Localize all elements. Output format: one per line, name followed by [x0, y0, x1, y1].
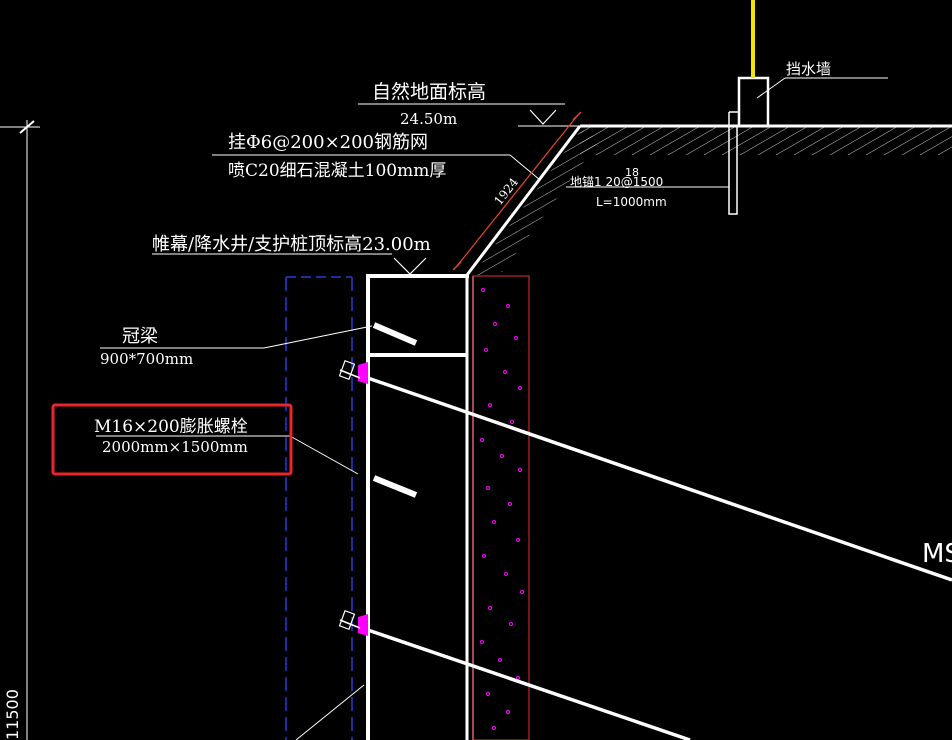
anchor-spec: 地锚1 20@1500	[570, 174, 663, 189]
mesh-line2: 喷C20细石混凝土100mm厚	[228, 161, 446, 181]
ground-anchor	[728, 125, 738, 215]
anchor-length: L=1000mm	[596, 195, 667, 209]
ground-hatch	[580, 127, 952, 155]
slope-line	[465, 125, 582, 276]
curtain-marker	[393, 257, 427, 275]
crown-beam-leader-diag	[263, 325, 373, 349]
crown-beam-size: 900*700mm	[100, 350, 193, 368]
ground-elev: 24.50m	[400, 110, 457, 128]
lower-leader	[295, 684, 365, 740]
bolt-highlight-box[interactable]	[51, 403, 293, 476]
retaining-wall	[737, 76, 770, 128]
anchor-cable-2	[361, 626, 691, 740]
slope-dim-tick1	[452, 261, 462, 271]
curtain-top-label: 帷幕/降水井/支护桩顶标高23.00m	[152, 234, 431, 255]
dimension-vertical-text: 11500	[3, 689, 22, 740]
slope-dimension	[456, 115, 578, 267]
anchor-head-1	[338, 360, 368, 384]
retaining-wall-leader	[756, 77, 786, 99]
ground-title: 自然地面标高	[372, 81, 486, 103]
bolt-spacing: 2000mm×1500mm	[102, 438, 248, 456]
anchor-red-mark: 18	[625, 166, 639, 179]
anchor-cable-1	[361, 374, 952, 582]
crown-beam-label: 冠梁	[122, 326, 158, 347]
slope-dim-tick2	[572, 111, 582, 121]
bolt-leader-diag	[289, 435, 359, 475]
concrete-dots	[480, 288, 524, 730]
pile-boundary	[472, 275, 530, 740]
mesh-line1: 挂Φ6@200×200钢筋网	[228, 132, 428, 153]
crown-beam-bar	[372, 322, 418, 346]
ground-elev-marker	[529, 109, 557, 125]
bolt-spec: M16×200膨胀螺栓	[94, 417, 248, 437]
ms-label: MS	[922, 539, 952, 569]
anchor-head-2	[338, 610, 368, 636]
slope-hatch	[472, 129, 600, 276]
retaining-wall-label: 挡水墙	[786, 60, 831, 78]
bolt-bar	[372, 475, 418, 498]
mesh-leader-diag	[509, 154, 541, 181]
